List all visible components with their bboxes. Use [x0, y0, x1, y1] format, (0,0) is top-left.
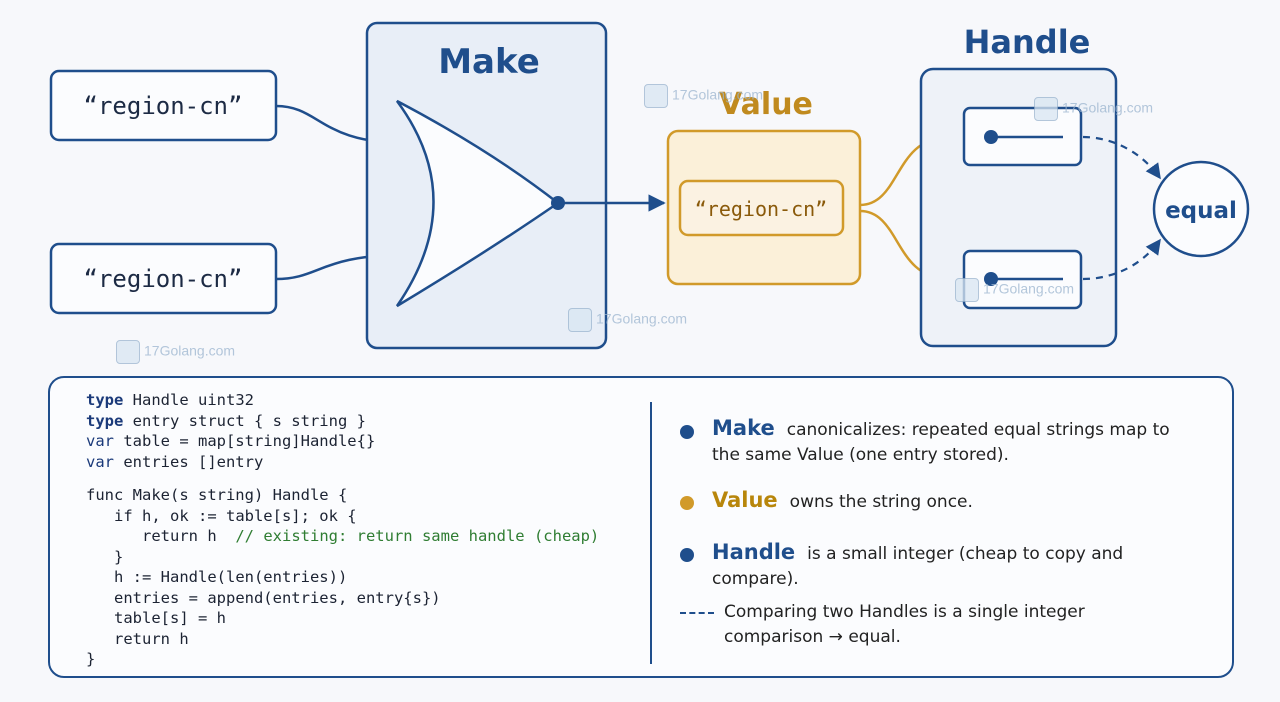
code-line: type entry struct { s string } [86, 411, 366, 430]
code-line: return h [114, 629, 189, 648]
value-box: Value “region-cn” [666, 87, 862, 286]
equal-label: equal [1165, 198, 1237, 224]
code-line: func Make(s string) Handle { [86, 486, 348, 504]
dashed-line-icon [680, 612, 714, 614]
navy-dot-icon [680, 548, 694, 562]
make-title: Make [438, 42, 540, 82]
watermark-logo-icon [116, 340, 140, 364]
merge-gate-shape [395, 99, 561, 308]
navy-dot-icon [680, 425, 694, 439]
code-line: var table = map[string]Handle{} [86, 432, 376, 450]
code-block: type Handle uint32 type entry struct { s… [86, 390, 599, 670]
panel-divider [650, 402, 652, 664]
watermark: 17Golang.com [1034, 97, 1153, 121]
input-string-box-top: “region-cn” [49, 69, 278, 142]
gold-dot-icon [680, 496, 694, 510]
code-line: h := Handle(len(entries)) [114, 568, 348, 586]
watermark-logo-icon [644, 84, 668, 108]
dashed-arrow-bottom [1082, 238, 1161, 281]
input-string-bottom: “region-cn” [84, 265, 243, 293]
code-line: } [86, 650, 96, 668]
value-string: “region-cn” [695, 197, 827, 221]
interning-diagram: “region-cn” “region-cn” Make Value “regi… [49, 21, 1250, 350]
code-line: var entries []entry [86, 452, 264, 471]
input-string-box-bottom: “region-cn” [49, 242, 278, 315]
value-title: Value [719, 87, 813, 122]
code-line: if h, ok := table[s]; ok { [114, 506, 357, 525]
watermark: 17Golang.com [568, 308, 687, 332]
watermark-logo-icon [1034, 97, 1058, 121]
watermark-logo-icon [568, 308, 592, 332]
explanation-panel: type Handle uint32 type entry struct { s… [48, 376, 1234, 678]
code-line: } [114, 547, 124, 566]
handle-box: Handle [919, 23, 1118, 348]
make-output-dot [551, 196, 565, 210]
equal-node: equal [1152, 160, 1250, 258]
dashed-arrow-top [1082, 135, 1161, 180]
handle-title: Handle [964, 23, 1091, 61]
code-line: type Handle uint32 [86, 391, 254, 409]
input-string-top: “region-cn” [84, 92, 243, 120]
code-line: entries = append(entries, entry{s}) [114, 588, 441, 607]
watermark: 17Golang.com [116, 340, 235, 364]
watermark-logo-icon [955, 278, 979, 302]
code-line: return h // existing: return same handle… [142, 527, 600, 545]
make-box: Make [365, 21, 608, 350]
watermark: 17Golang.com [955, 278, 1074, 302]
code-comment: // existing: return same handle (cheap) [235, 527, 600, 545]
watermark: 17Golang.com [644, 84, 763, 108]
code-line: table[s] = h [114, 609, 226, 627]
